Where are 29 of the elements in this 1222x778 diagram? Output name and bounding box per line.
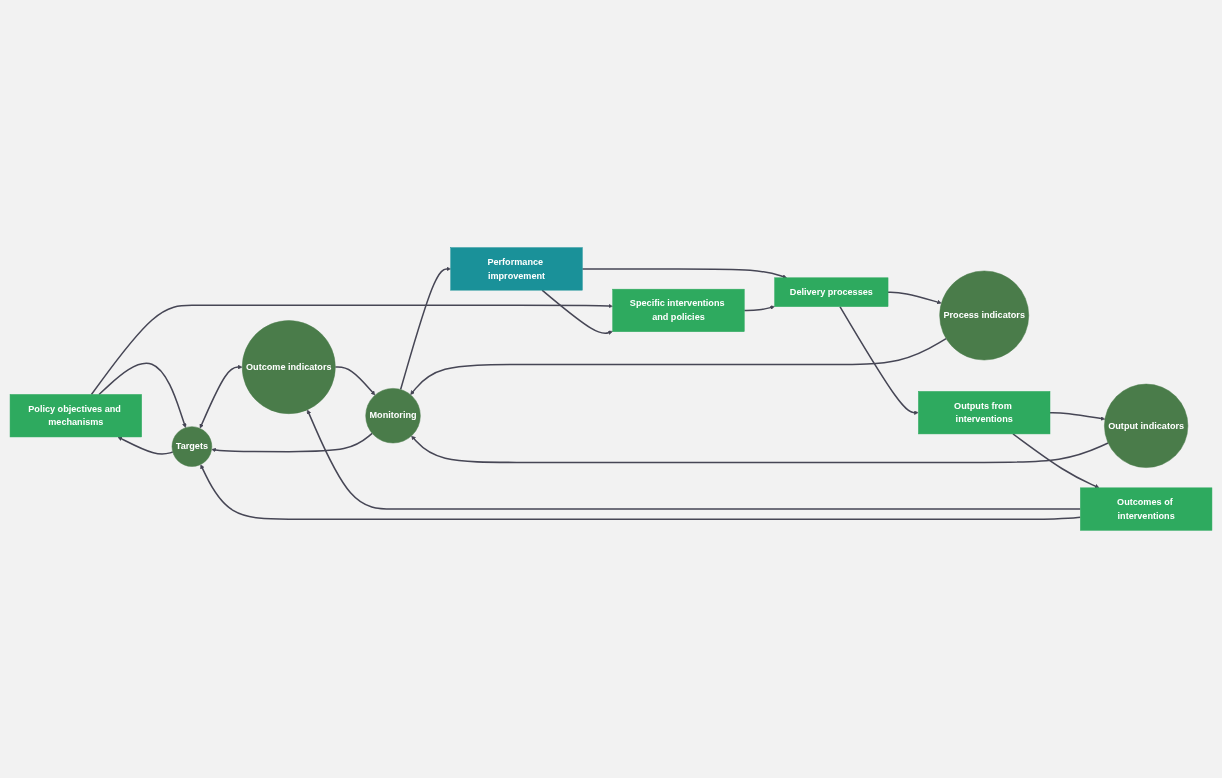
node-circle: Monitoring [365,388,421,444]
node-box: Outputs from interventions [918,391,1051,435]
arrow [117,436,174,455]
arrow [98,362,187,428]
node-circle: Targets [171,426,213,467]
node-box: Policy objectives and mechanisms [9,394,142,438]
arrow [199,364,243,429]
arrow [200,464,1082,520]
arrow [211,432,373,453]
node-box: Outcomes of interventions [1080,487,1213,531]
node-box: Delivery processes [774,277,889,307]
arrow [887,291,942,305]
arrow [743,305,775,312]
arrow [90,303,613,396]
arrow [334,366,376,396]
arrow [581,268,787,279]
arrow [1012,433,1100,489]
arrow [1049,411,1106,421]
node-circle: Process indicators [939,270,1029,361]
arrow [839,305,919,415]
arrow [399,266,451,391]
node-box: Specific interventions and policies [612,288,745,332]
node-box: Performance improvement [450,247,583,291]
arrow [410,337,947,395]
arrow [541,289,613,335]
arrow [306,409,1082,510]
node-circle: Output indicators [1104,383,1189,468]
arrow [411,435,1109,464]
node-circle: Outcome indicators [241,320,336,414]
